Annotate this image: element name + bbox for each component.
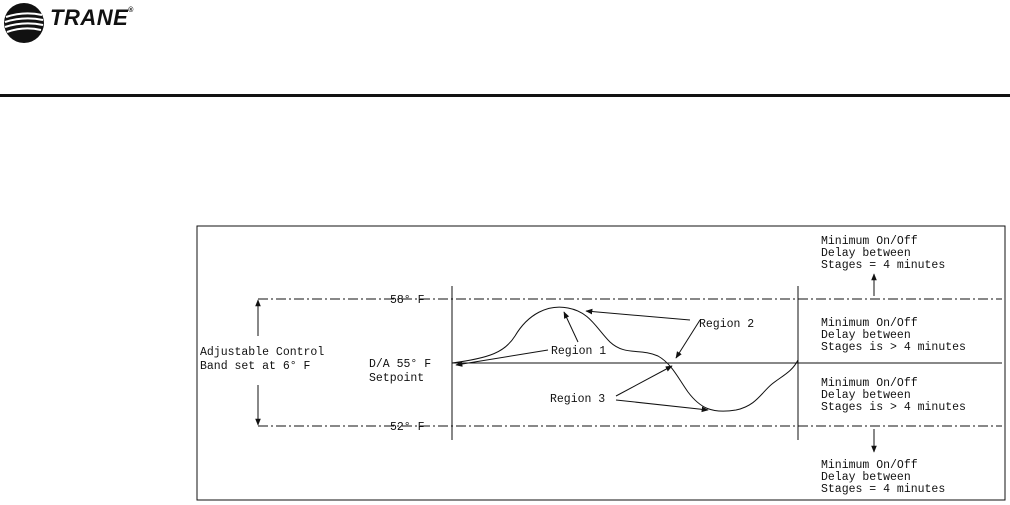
note-lower-line3: Stages is > 4 minutes <box>821 401 966 414</box>
band-upper-label: 58° F <box>390 294 425 307</box>
region2-pointer-b <box>675 319 701 359</box>
region3-pointer-b <box>615 399 709 413</box>
note-bottom-line1: Minimum On/Off <box>821 459 918 472</box>
region2-label: Region 2 <box>699 318 754 331</box>
region1-pointer-b <box>563 311 579 343</box>
region1-pointer-a <box>455 349 549 367</box>
note-upper-line2: Delay between <box>821 329 911 342</box>
region3-label: Region 3 <box>550 393 605 406</box>
note-upper-line1: Minimum On/Off <box>821 317 918 330</box>
brand-logo-text: TRANE® <box>50 5 134 31</box>
temperature-curve <box>451 306 799 412</box>
setpoint-label-line1: D/A 55° F <box>369 358 431 371</box>
band-lower-label: 52° F <box>390 421 425 434</box>
trademark: ® <box>128 7 134 14</box>
region2-pointer-a <box>585 308 691 321</box>
note-lower-line2: Delay between <box>821 389 911 402</box>
band-label-line1: Adjustable Control <box>200 346 324 359</box>
band-label-line2: Band set at 6° F <box>200 360 311 373</box>
setpoint-label-line2: Setpoint <box>369 372 424 385</box>
diagram-frame <box>196 225 1006 501</box>
page-header: TRANE® <box>0 0 1010 100</box>
trane-logo-icon <box>2 1 46 50</box>
note-top-line2: Delay between <box>821 247 911 260</box>
note-bottom-line3: Stages = 4 minutes <box>821 483 945 496</box>
brand-name: TRANE <box>50 5 129 30</box>
region3-pointer-a <box>615 365 673 397</box>
note-upper-line3: Stages is > 4 minutes <box>821 341 966 354</box>
header-rule <box>0 94 1010 97</box>
note-top-line1: Minimum On/Off <box>821 235 918 248</box>
region1-label: Region 1 <box>551 345 606 358</box>
note-bottom-line2: Delay between <box>821 471 911 484</box>
note-top-line3: Stages = 4 minutes <box>821 259 945 272</box>
note-lower-line1: Minimum On/Off <box>821 377 918 390</box>
